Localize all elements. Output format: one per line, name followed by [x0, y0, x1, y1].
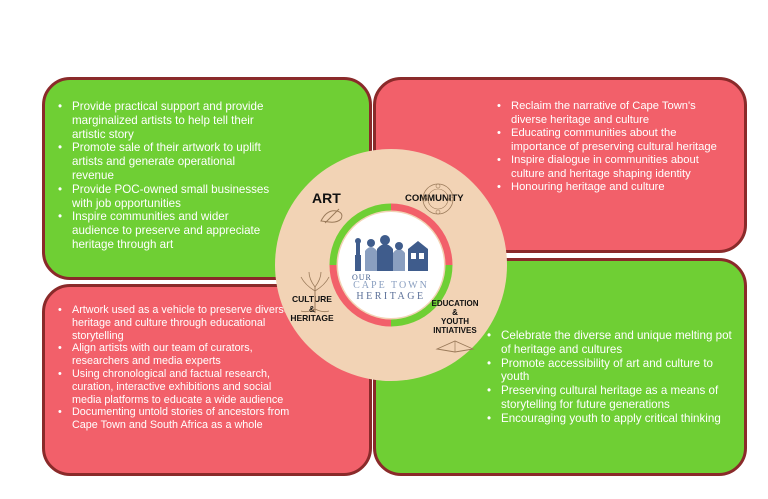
list-item: Educating communities about the importan…	[497, 127, 719, 154]
culture-label-line: CULTURE	[292, 294, 332, 304]
education-label-line: EDUCATION	[431, 299, 479, 308]
education-label-line: INTIATIVES	[433, 326, 477, 335]
list-item: Provide practical support and provide ma…	[58, 100, 278, 141]
list-item: Inspire communities and wider audience t…	[58, 210, 278, 251]
list-item: Celebrate the diverse and unique melting…	[487, 329, 737, 357]
education-label-line: YOUTH	[441, 317, 469, 326]
list-item: Inspire dialogue in communities about cu…	[497, 154, 719, 181]
list-item: Promote accessibility of art and culture…	[487, 357, 737, 385]
tree-icon	[300, 271, 330, 313]
list-item: Align artists with our team of curators,…	[58, 342, 290, 368]
education-list: Celebrate the diverse and unique melting…	[487, 329, 737, 426]
culture-heritage-list: Artwork used as a vehicle to preserve di…	[58, 304, 290, 432]
inner-ring	[329, 203, 453, 327]
list-item: Documenting untold stories of ancestors …	[58, 406, 290, 432]
community-label: COMMUNITY	[405, 193, 464, 204]
books-icon	[435, 340, 475, 353]
education-label-line: &	[452, 308, 458, 317]
community-list: Reclaim the narrative of Cape Town's div…	[497, 100, 719, 195]
art-list: Provide practical support and provide ma…	[58, 100, 278, 252]
palette-icon	[320, 208, 343, 224]
logo-city-text: CAPE TOWN	[353, 280, 429, 291]
culture-label-line: HERITAGE	[290, 313, 334, 323]
community-circle-icon	[422, 183, 454, 215]
list-item: Promote sale of their artwork to uplift …	[58, 141, 278, 182]
culture-heritage-label: CULTURE & HERITAGE	[289, 294, 335, 324]
center-circle: OUR CAPE TOWN HERITAGE ART COMMUNITY CUL…	[275, 149, 507, 381]
list-item: Encouraging youth to apply critical thin…	[487, 412, 737, 426]
logo-heritage-text: HERITAGE	[356, 291, 426, 302]
list-item: Provide POC-owned small businesses with …	[58, 183, 278, 211]
logo-our-text: OUR	[352, 273, 372, 282]
heritage-figures-icon	[355, 235, 428, 271]
list-item: Artwork used as a vehicle to preserve di…	[58, 304, 290, 342]
list-item: Reclaim the narrative of Cape Town's div…	[497, 100, 719, 127]
list-item: Honouring heritage and culture	[497, 181, 719, 195]
list-item: Preserving cultural heritage as a means …	[487, 384, 737, 412]
art-label: ART	[312, 190, 341, 206]
list-item: Using chronological and factual research…	[58, 368, 290, 406]
education-label: EDUCATION & YOUTH INTIATIVES	[428, 299, 482, 335]
culture-label-line: &	[308, 303, 316, 314]
